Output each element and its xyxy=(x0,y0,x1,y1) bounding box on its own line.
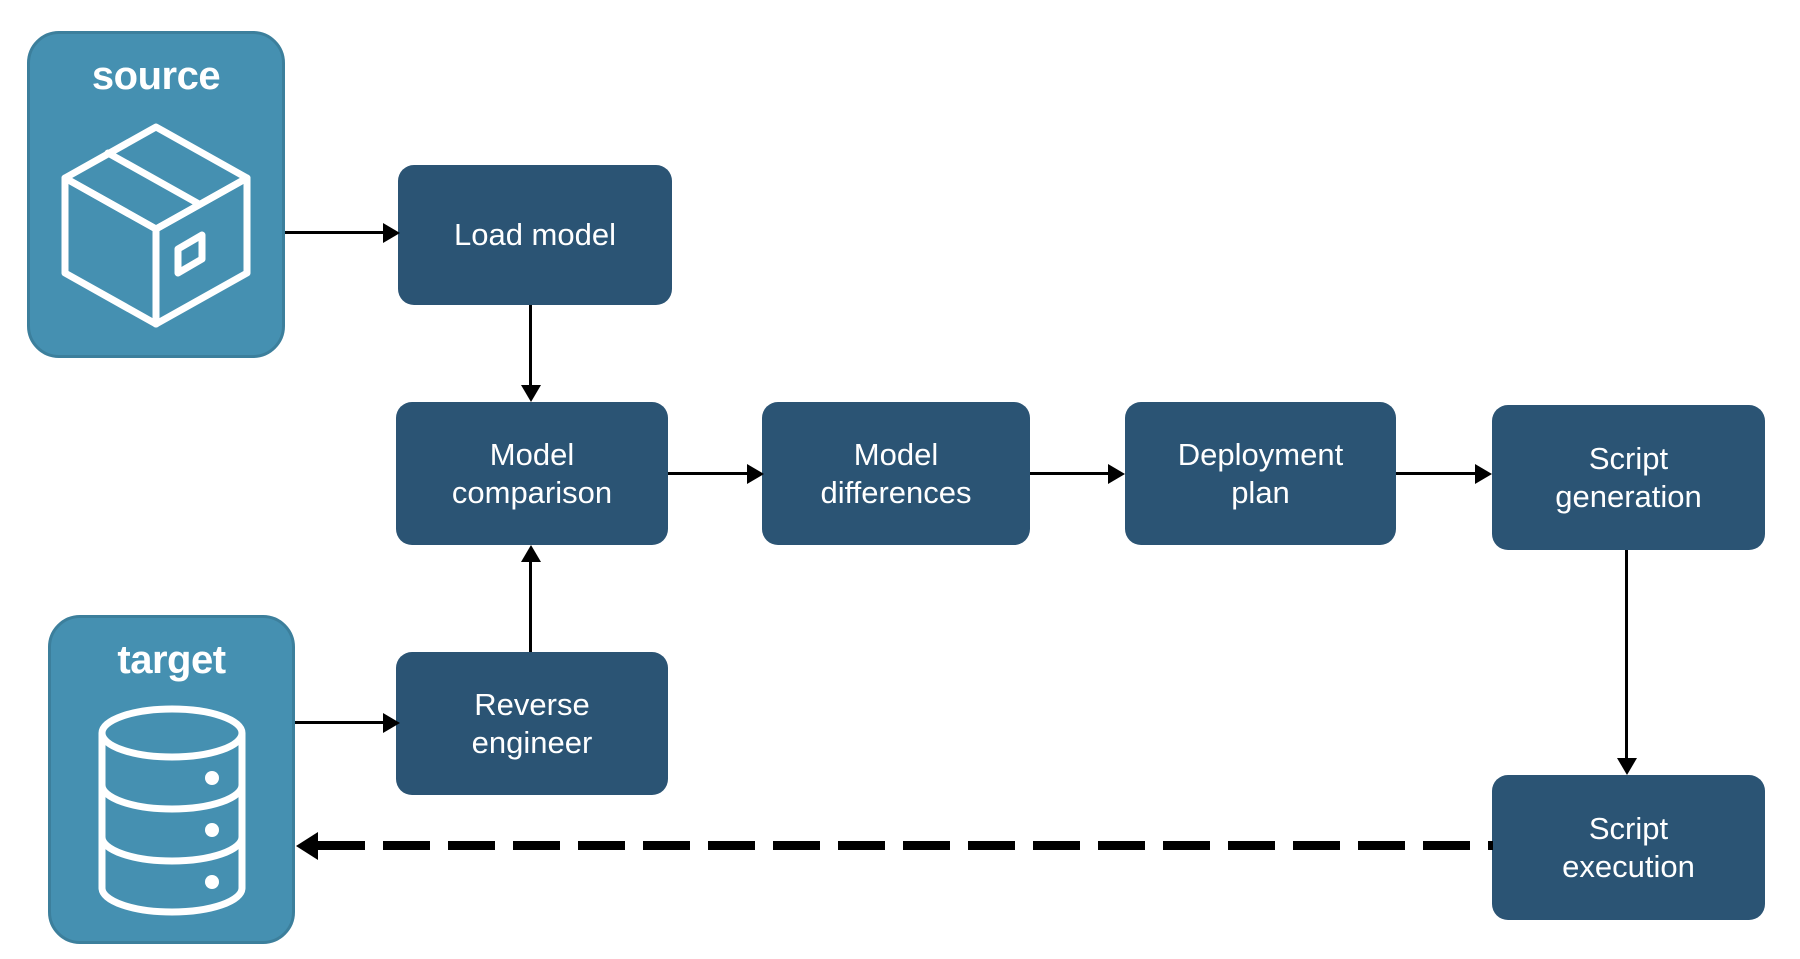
process-deployment-plan-label: Deployment plan xyxy=(1177,436,1344,510)
source-node[interactable]: source xyxy=(27,31,285,358)
database-cylinder-icon xyxy=(51,680,292,941)
connector-source-to-load-model-arrowhead xyxy=(383,222,400,243)
process-deployment-plan[interactable]: Deployment plan xyxy=(1125,402,1396,545)
connector-script-execution-to-target-arrowhead xyxy=(296,831,318,860)
process-model-comparison[interactable]: Model comparison xyxy=(396,402,668,545)
connector-reverse-engineer-to-model-comparison xyxy=(529,562,532,652)
connector-load-model-to-model-comparison-arrowhead xyxy=(520,385,541,402)
connector-reverse-engineer-to-model-comparison-arrowhead xyxy=(520,545,541,562)
connector-script-execution-to-target xyxy=(318,841,1493,850)
process-script-execution[interactable]: Script execution xyxy=(1492,775,1765,920)
process-model-comparison-label: Model comparison xyxy=(451,436,613,510)
connector-target-to-reverse-engineer xyxy=(295,721,383,724)
process-model-differences-label: Model differences xyxy=(820,436,972,510)
connector-model-differences-to-deployment-plan-arrowhead xyxy=(1108,463,1125,484)
process-reverse-engineer-label: Reverse engineer xyxy=(471,686,593,760)
target-node[interactable]: target xyxy=(48,615,295,944)
connector-model-comparison-to-model-differences xyxy=(668,472,747,475)
process-script-execution-label: Script execution xyxy=(1562,810,1695,884)
process-script-generation-label: Script generation xyxy=(1555,440,1702,514)
connector-script-generation-to-script-execution xyxy=(1625,550,1628,758)
connector-deployment-plan-to-script-generation xyxy=(1396,472,1475,475)
connector-target-to-reverse-engineer-arrowhead xyxy=(383,712,400,733)
connector-source-to-load-model xyxy=(285,231,383,234)
process-load-model[interactable]: Load model xyxy=(398,165,672,305)
target-node-label: target xyxy=(117,638,226,682)
connector-load-model-to-model-comparison xyxy=(529,305,532,385)
source-node-label: source xyxy=(91,54,221,98)
connector-script-generation-to-script-execution-arrowhead xyxy=(1616,758,1637,775)
process-load-model-label: Load model xyxy=(453,217,616,253)
process-script-generation[interactable]: Script generation xyxy=(1492,405,1765,550)
connector-model-differences-to-deployment-plan xyxy=(1030,472,1108,475)
connector-model-comparison-to-model-differences-arrowhead xyxy=(747,463,764,484)
process-model-differences[interactable]: Model differences xyxy=(762,402,1030,545)
package-box-icon xyxy=(30,96,282,355)
connector-deployment-plan-to-script-generation-arrowhead xyxy=(1475,463,1492,484)
process-reverse-engineer[interactable]: Reverse engineer xyxy=(396,652,668,795)
